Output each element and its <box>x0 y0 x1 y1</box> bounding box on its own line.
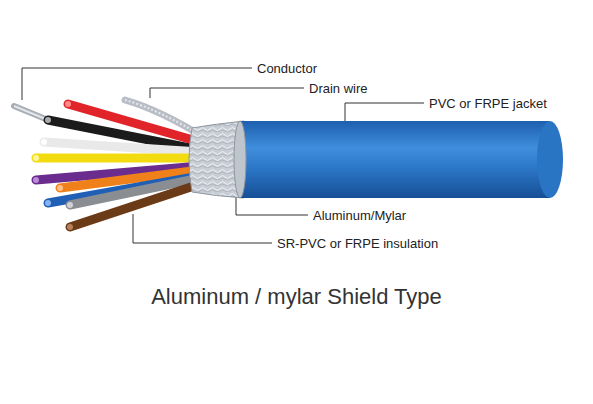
wire-end <box>67 224 73 230</box>
insulated-wire <box>44 142 200 152</box>
wire-end <box>41 139 47 145</box>
wire-end <box>33 155 39 161</box>
insulated-wires <box>33 101 200 230</box>
jacket-rim <box>234 121 246 198</box>
jacket-end <box>537 121 563 198</box>
wire-end <box>45 117 51 123</box>
part-label: Conductor <box>257 61 317 76</box>
part-label: Drain wire <box>309 81 368 96</box>
insulated-wire <box>70 184 200 227</box>
part-label: SR-PVC or FRPE insulation <box>277 236 438 251</box>
wire-end <box>65 101 71 107</box>
insulated-wire <box>68 104 200 142</box>
wire-end <box>57 185 63 191</box>
wire-end <box>33 177 39 183</box>
part-label: PVC or FRPE jacket <box>429 96 547 111</box>
caption: Aluminum / mylar Shield Type <box>151 284 442 310</box>
insulated-wire <box>36 154 200 163</box>
conductor-shine <box>14 106 48 120</box>
wire-end <box>67 202 73 208</box>
wire-end <box>45 200 51 206</box>
cable-jacket <box>240 121 550 198</box>
bare-conductor <box>14 106 48 120</box>
part-label: Aluminum/Mylar <box>313 208 406 223</box>
